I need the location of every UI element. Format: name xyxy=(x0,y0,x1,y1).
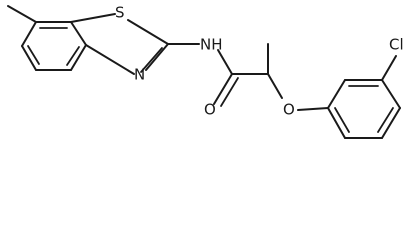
carbonyl-double-bond xyxy=(213,73,239,107)
chlorine-label: Cl xyxy=(389,36,404,54)
ether-oxygen-label: O xyxy=(283,101,295,119)
structure-svg: S N NH O O Cl xyxy=(7,4,404,139)
molecule-diagram: S N NH O O Cl xyxy=(7,3,404,139)
nh-carbonyl-bond xyxy=(217,49,233,75)
carbonyl-oxygen-label: O xyxy=(204,101,216,119)
sulfur-label: S xyxy=(115,4,125,22)
methyl-bond xyxy=(7,5,37,23)
oxygen-phenyl-bond xyxy=(297,107,329,111)
thiazole-ring xyxy=(70,13,169,75)
benzene-ring-fused xyxy=(21,21,87,71)
chlorine-bond xyxy=(381,55,397,81)
thiazole-nitrogen-label: N xyxy=(134,66,145,84)
amide-nh-label: NH xyxy=(200,36,223,54)
alpha-oxygen-bond xyxy=(267,73,283,99)
chlorophenyl-ring xyxy=(327,79,401,139)
